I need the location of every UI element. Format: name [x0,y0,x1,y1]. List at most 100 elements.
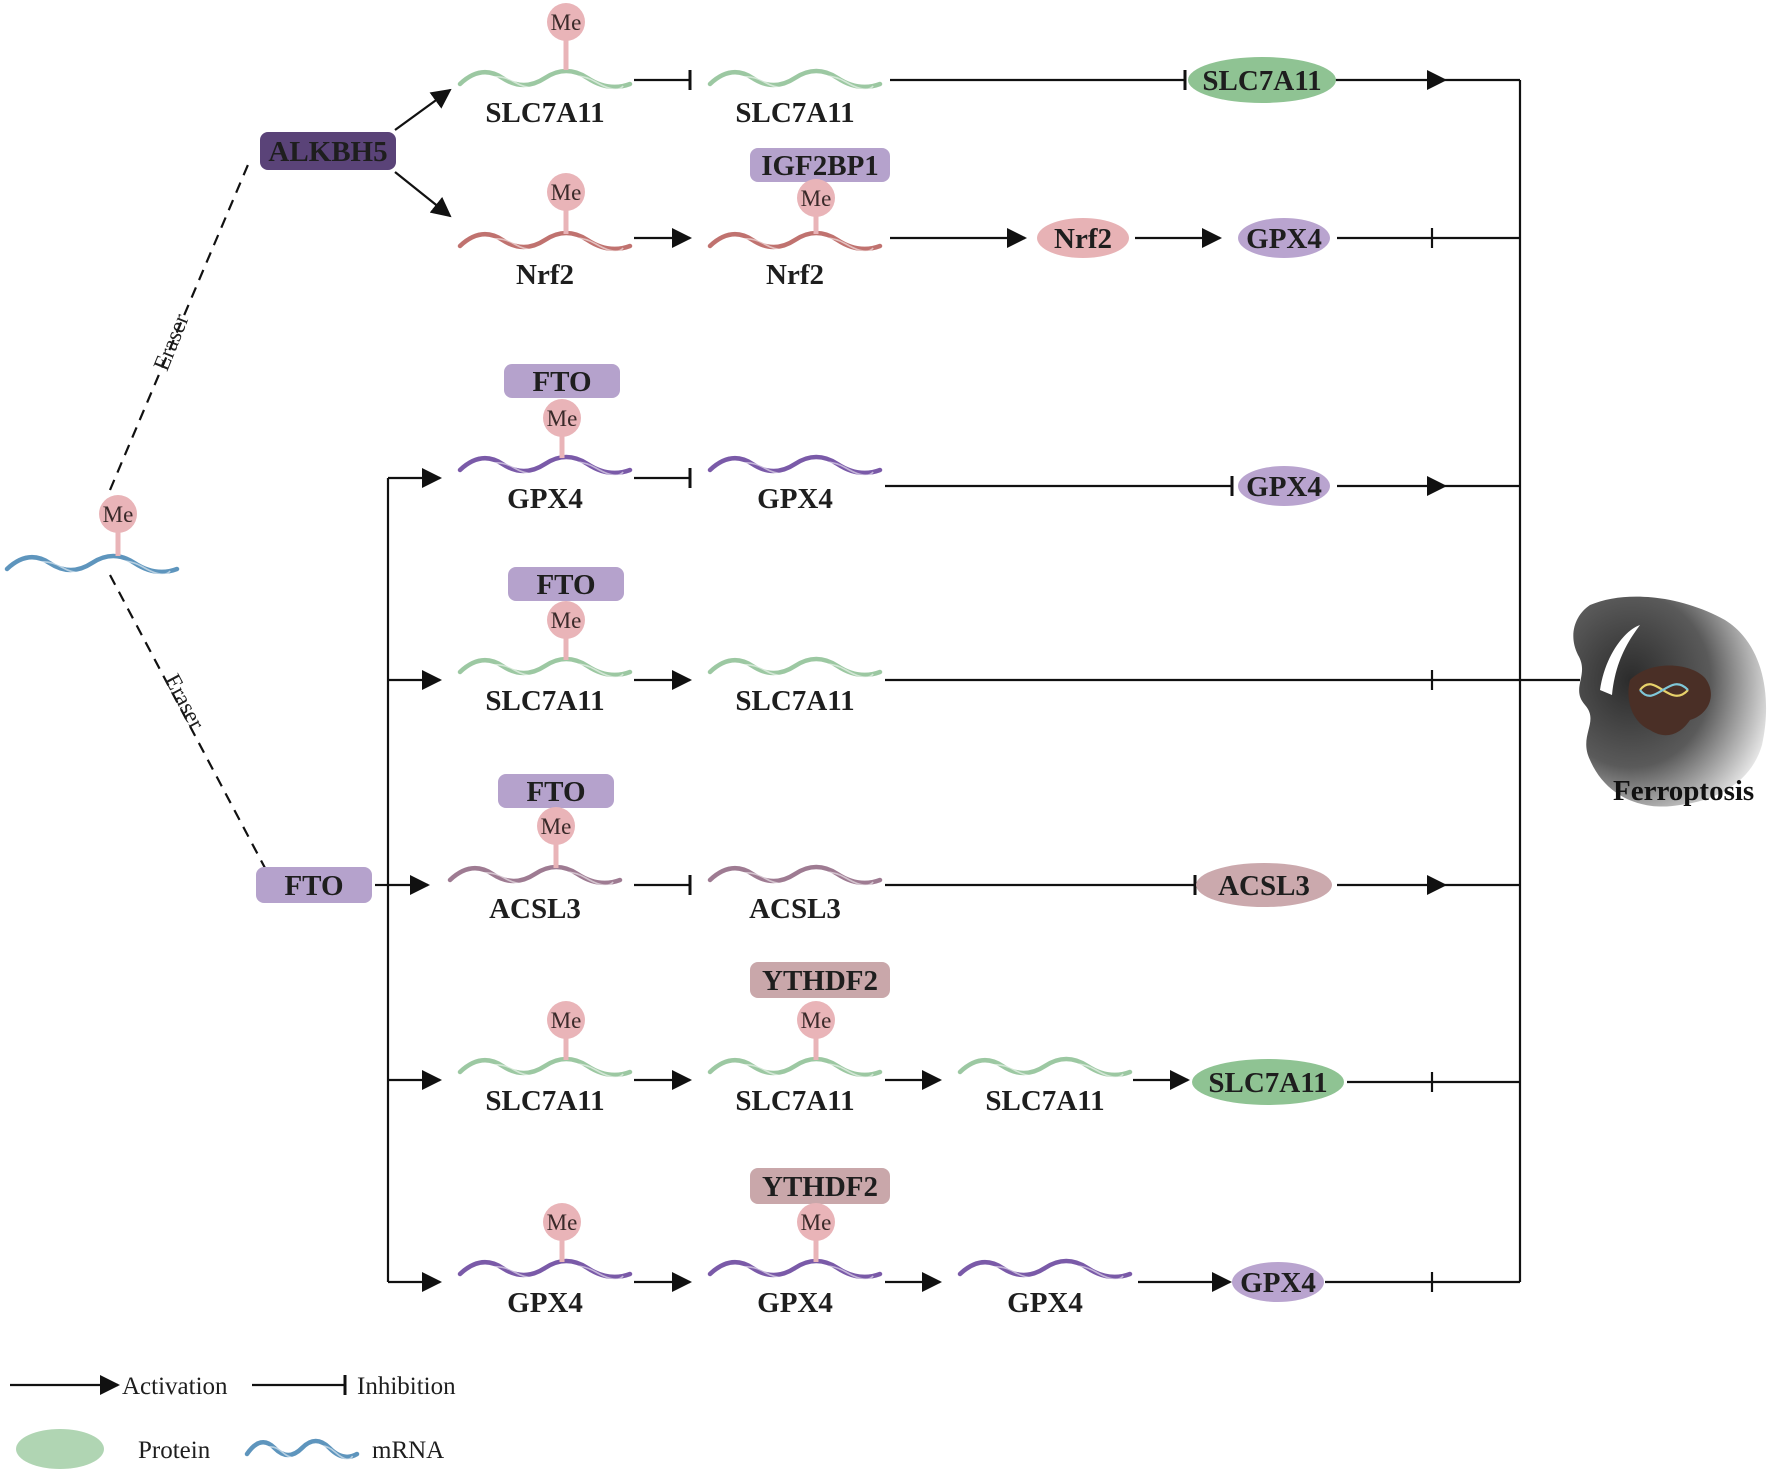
origin-mrna [4,553,180,575]
row6-me [547,1001,585,1039]
row3-fto-box [504,364,620,398]
row5-acsl3-protein-label: ACSL3 [1218,870,1310,902]
row6-ythdf2-box-label: YTHDF2 [762,965,878,997]
alkbh5-box [260,132,396,170]
row5-me-label: Me [541,814,572,839]
legend-mrna-swatch [244,1438,360,1460]
row6-slc7a11-mrna-1 [457,1056,633,1078]
row6-slc7a11-mrna-3-label: SLC7A11 [985,1085,1104,1117]
row2-igf2bp1-box-label: IGF2BP1 [761,150,879,182]
ferroptosis-label: Ferroptosis [1613,775,1754,807]
row3-gpx4-mrna-1-highlight [469,461,624,476]
row1-me-label: Me [551,10,582,35]
row7-ythdf2-box [750,1168,890,1204]
connector-lines [10,70,1580,1395]
diagram-elements [4,3,1344,1469]
legend-inhibition-label: Inhibition [357,1373,456,1400]
row2-me-label: Me [551,180,582,205]
row1-slc7a11-mrna-1 [457,68,633,90]
row2-nrf2-mrna-1-highlight [469,237,624,252]
row7-me-label: Me [547,1210,578,1235]
row2-nrf2-mrna-1-label: Nrf2 [516,259,574,291]
row4-fto-box [508,567,624,601]
row5-fto-box [498,774,614,808]
eraser-label-bottom: Eraser [160,670,210,734]
row6-me-label: Me [551,1008,582,1033]
legend-activation-label: Activation [122,1373,228,1400]
row4-me [547,601,585,639]
row7-gpx4-mrna-2-highlight [719,1265,874,1280]
legend-protein-swatch [16,1429,104,1469]
row5-acsl3-mrna-1-highlight [459,871,614,886]
row7-me [543,1203,581,1241]
legend-mrna-label: mRNA [372,1437,444,1464]
row2-gpx4-protein [1238,218,1330,258]
row6-slc7a11-protein [1192,1059,1344,1105]
row4-fto-box-label: FTO [536,569,595,601]
row7-gpx4-mrna-1-highlight [469,1265,624,1280]
origin-mrna-highlight [16,560,171,575]
row6-slc7a11-mrna-2 [707,1056,883,1078]
row1-me [547,3,585,41]
row5-acsl3-protein [1196,863,1332,907]
eraser-label-top: Eraser [148,310,193,374]
row4-slc7a11-mrna-1 [457,656,633,678]
row6-slc7a11-mrna-2-highlight [719,1063,874,1078]
row3-gpx4-mrna-2-highlight [719,461,874,476]
row5-me [537,807,575,845]
row7-gpx4-mrna-3-label: GPX4 [1007,1287,1083,1319]
fto-box-label: FTO [284,870,343,902]
row2-nrf2-mrna-2 [707,230,883,252]
row6-slc7a11-mrna-3-highlight [969,1063,1124,1078]
row5-acsl3-mrna-1 [447,864,623,886]
origin-me [99,495,137,533]
row4-slc7a11-mrna-1-label: SLC7A11 [485,685,604,717]
row3-me [543,399,581,437]
row2-igf2bp1-box [750,148,890,182]
row5-acsl3-mrna-2 [707,864,883,886]
row3-gpx4-protein [1238,466,1330,506]
row4-slc7a11-mrna-2-highlight [719,663,874,678]
row7-gpx4-mrna-1 [457,1258,633,1280]
row2-me [547,173,585,211]
dna-icon [1639,683,1689,697]
row4-slc7a11-mrna-1-highlight [469,663,624,678]
row5-acsl3-mrna-1-label: ACSL3 [489,893,581,925]
row2-nrf2-protein [1037,218,1129,258]
row2-me-2 [797,179,835,217]
row1-slc7a11-mrna-2-highlight [719,75,874,90]
row7-me-2-label: Me [801,1210,832,1235]
row3-gpx4-mrna-1 [457,454,633,476]
row5-fto-box-label: FTO [526,776,585,808]
alkbh5-box-label: ALKBH5 [268,136,387,168]
row6-ythdf2-box [750,962,890,998]
row5-acsl3-mrna-2-highlight [719,871,874,886]
row2-me-2-label: Me [801,186,832,211]
row6-slc7a11-mrna-2-label: SLC7A11 [735,1085,854,1117]
row2-nrf2-protein-label: Nrf2 [1054,223,1112,255]
row1-slc7a11-mrna-2-label: SLC7A11 [735,97,854,129]
row7-gpx4-mrna-3 [957,1258,1133,1280]
row7-gpx4-protein-label: GPX4 [1240,1267,1316,1299]
row1-slc7a11-mrna-1-label: SLC7A11 [485,97,604,129]
row4-me-label: Me [551,608,582,633]
row4-slc7a11-mrna-2 [707,656,883,678]
row1-slc7a11-mrna-2 [707,68,883,90]
row7-gpx4-protein [1232,1262,1324,1302]
row6-slc7a11-mrna-1-highlight [469,1063,624,1078]
row6-me-2 [797,1001,835,1039]
row3-gpx4-protein-label: GPX4 [1246,471,1322,503]
diagram-texts: MeEraserEraserALKBH5FTOSLC7A11MeSLC7A11S… [103,10,1328,1464]
row3-me-label: Me [547,406,578,431]
row2-nrf2-mrna-2-highlight [719,237,874,252]
row7-gpx4-mrna-2 [707,1258,883,1280]
row3-gpx4-mrna-1-label: GPX4 [507,483,583,515]
ferroptosis-cell-icon [1573,596,1767,807]
row2-nrf2-mrna-2-label: Nrf2 [766,259,824,291]
row7-gpx4-mrna-1-label: GPX4 [507,1287,583,1319]
row3-gpx4-mrna-2 [707,454,883,476]
fto-box [256,867,372,903]
row7-ythdf2-box-label: YTHDF2 [762,1171,878,1203]
row7-gpx4-mrna-3-highlight [969,1265,1124,1280]
